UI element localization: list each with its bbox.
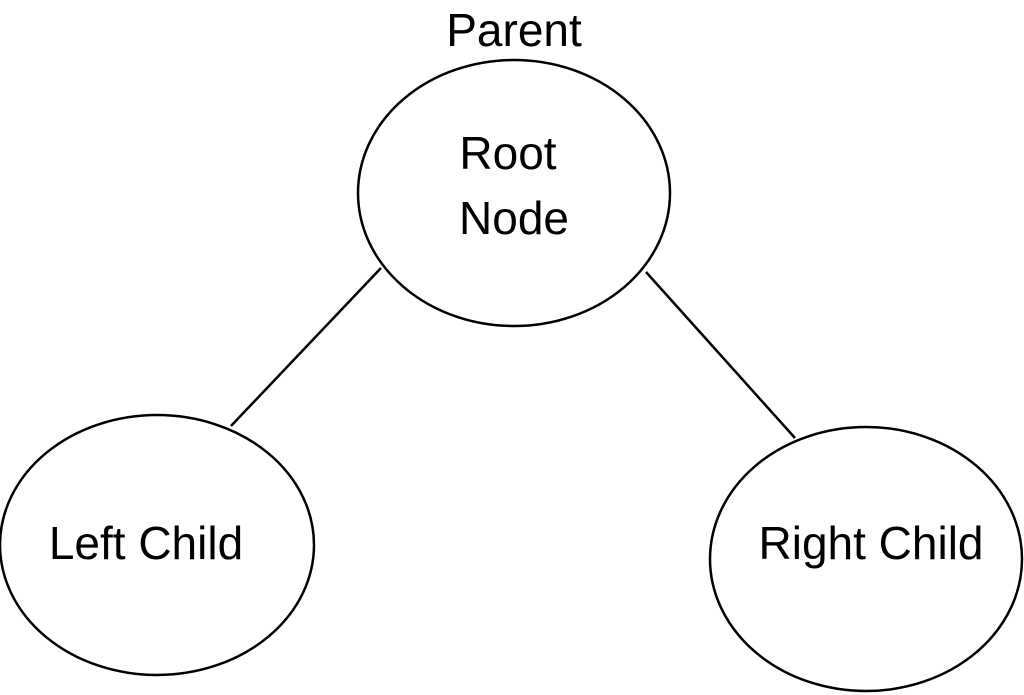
edge-root-to-right-child — [645, 271, 796, 439]
edge-root-to-left-child — [230, 267, 382, 427]
root-node-label-line2: Node — [459, 192, 569, 244]
right-child-label: Right Child — [759, 517, 984, 569]
root-node-label-line1: Root — [459, 127, 556, 179]
root-node-circle — [356, 58, 672, 328]
parent-caption: Parent — [446, 4, 582, 56]
left-child-node: Left Child — [0, 413, 316, 677]
right-child-node: Right Child — [708, 425, 1024, 693]
left-child-circle — [0, 413, 316, 677]
left-child-label: Left Child — [49, 517, 243, 569]
right-child-circle — [708, 425, 1024, 693]
root-node: Root Node — [356, 58, 672, 328]
